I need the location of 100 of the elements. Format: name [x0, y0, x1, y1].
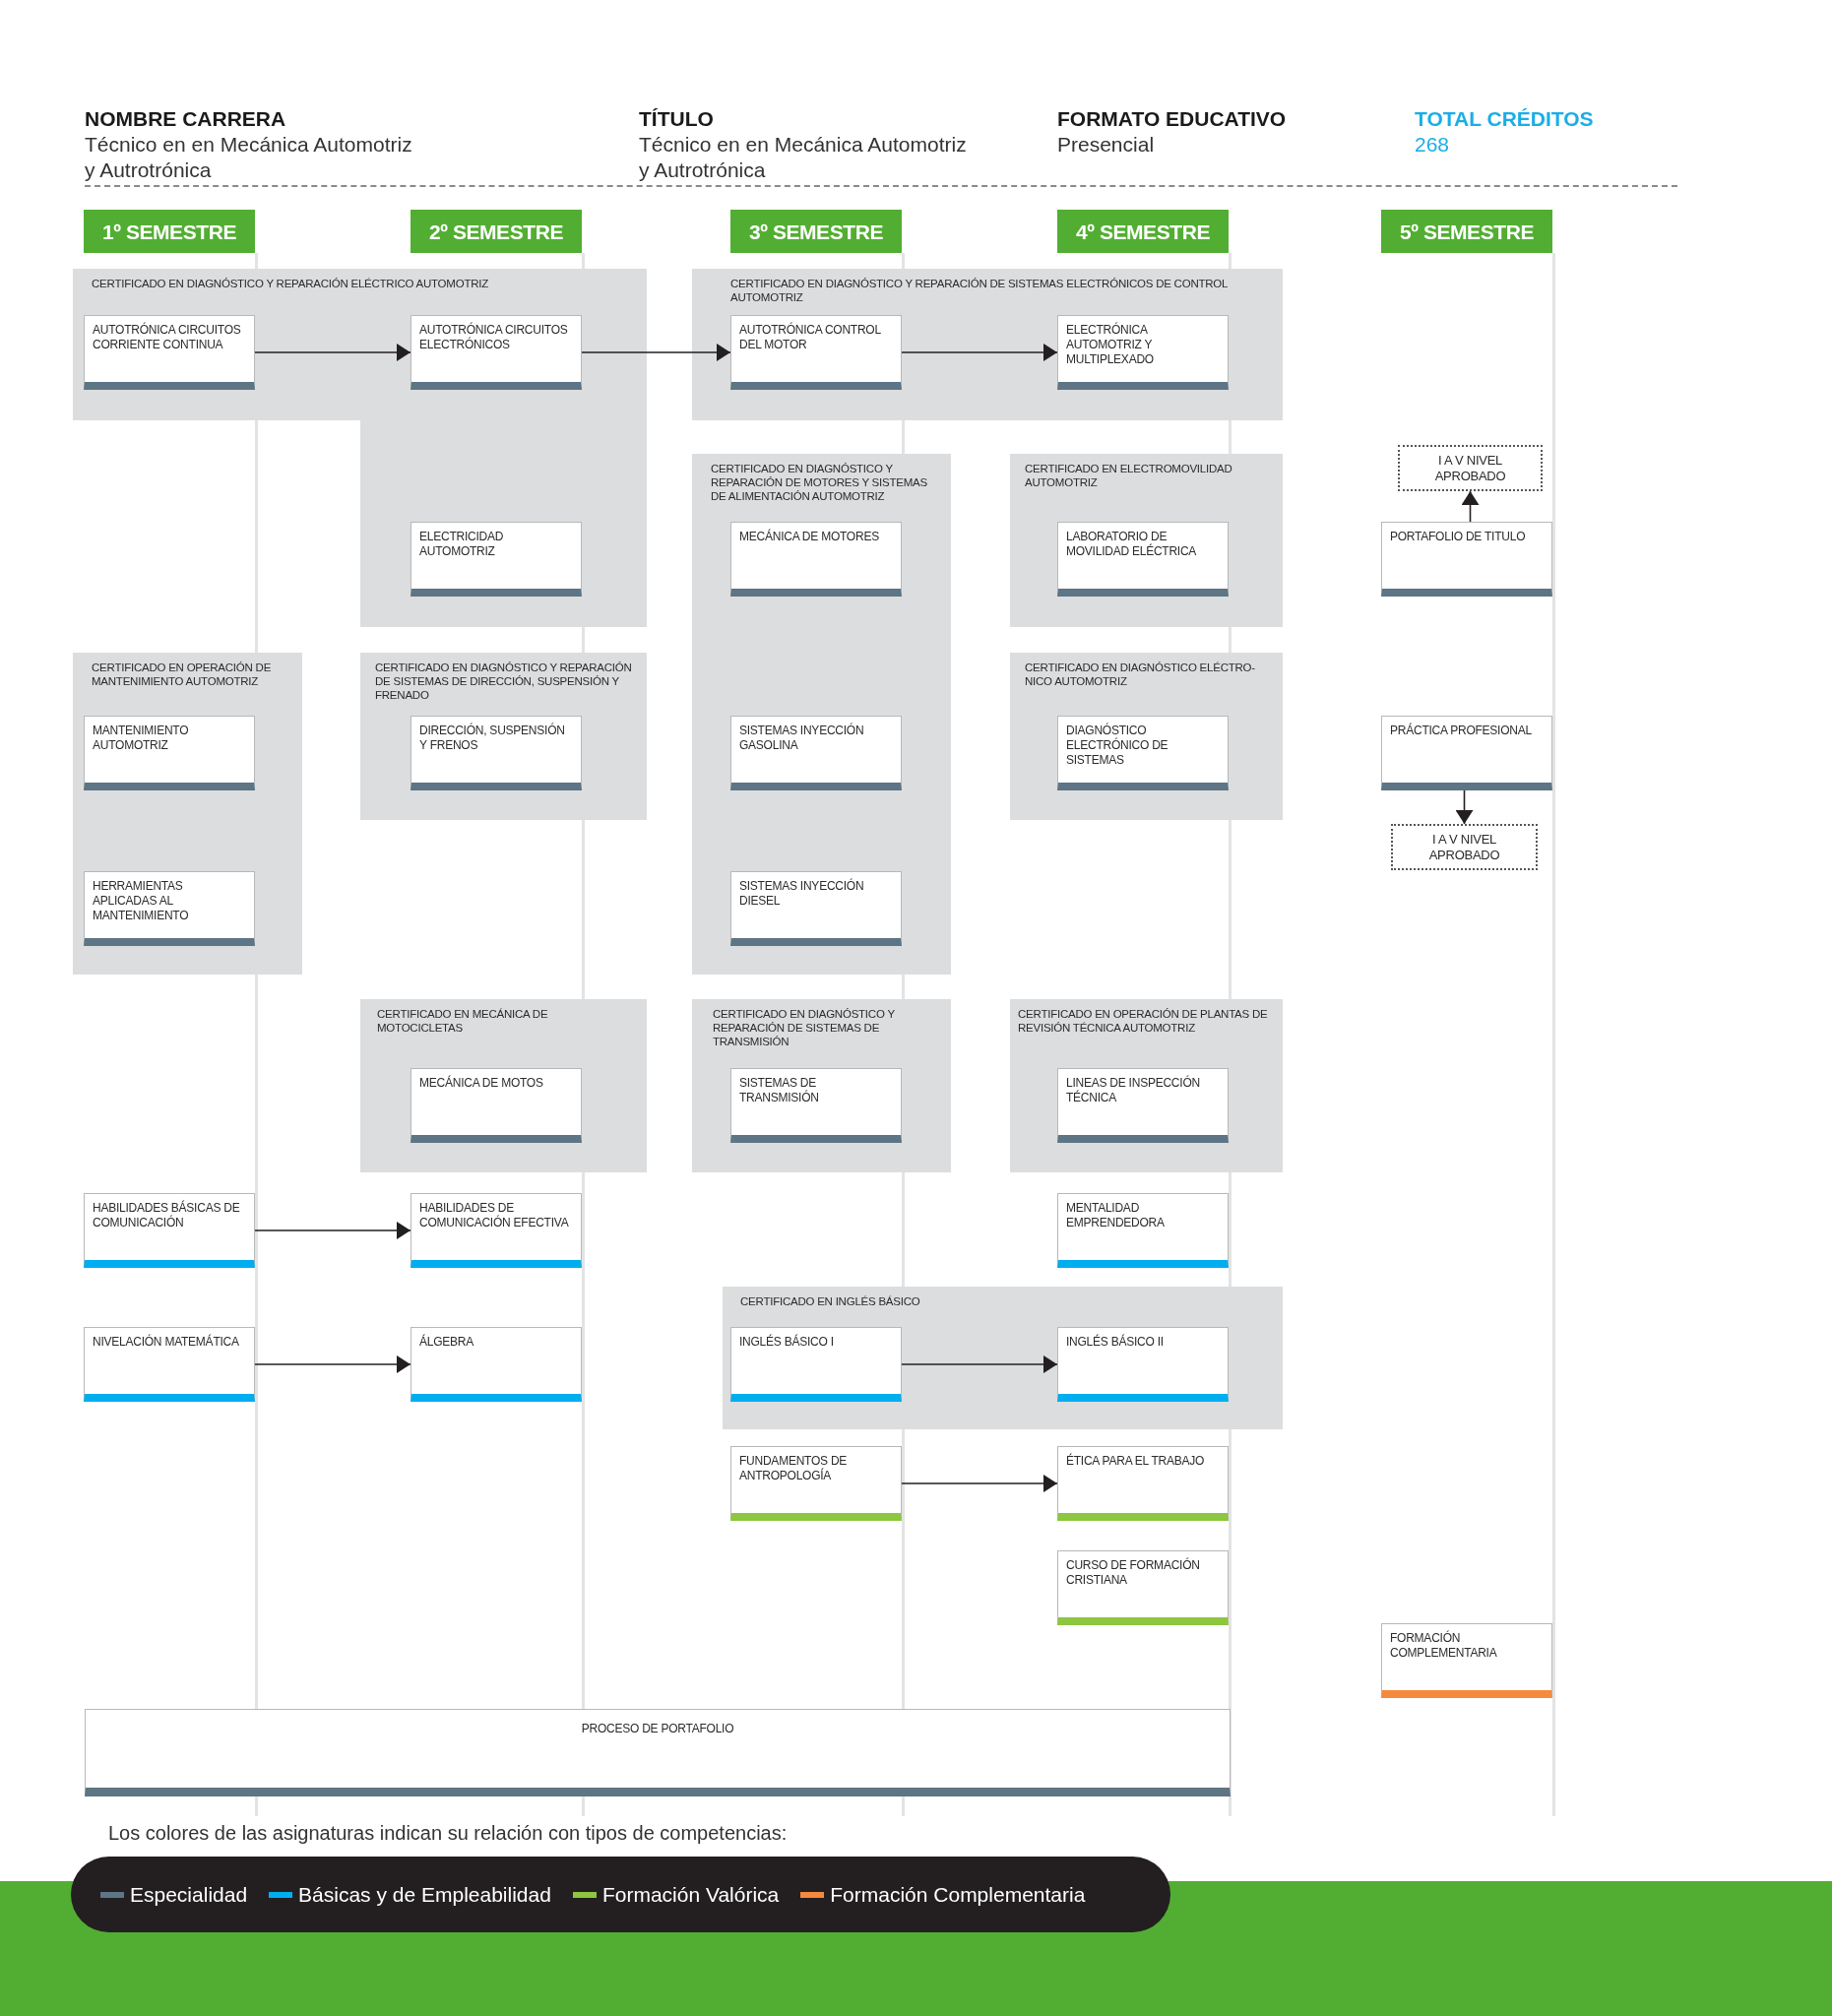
legend-label: Básicas y de Empleabilidad — [298, 1884, 551, 1905]
arrow — [254, 1355, 411, 1373]
semester-banner — [84, 210, 255, 253]
certificate-group — [1010, 454, 1283, 627]
group-title: CERTIFICADO EN DIAGNÓSTICO Y REPARACIÓN ELÉCTRICO AUTOMOTRIZ — [92, 277, 489, 290]
course-title: SISTEMAS INYECCIÓN GASOLINA — [739, 724, 865, 753]
field-value: 268 — [1415, 132, 1450, 158]
course-title: INGLÉS BÁSICO II — [1066, 1335, 1164, 1350]
course-card — [411, 315, 582, 390]
course-title: ÁLGEBRA — [419, 1335, 474, 1350]
course-title: SISTEMAS INYECCIÓN DIESEL — [739, 879, 865, 909]
certificate-group — [723, 1287, 1283, 1429]
course-title: MECÁNICA DE MOTORES — [739, 530, 879, 544]
course-title: MANTENIMIENTO AUTOMOTRIZ — [93, 724, 190, 753]
semester-label: 5º SEMESTRE — [1399, 220, 1535, 242]
course-card — [1381, 716, 1552, 790]
group-title: CERTIFICADO EN DIAGNÓSTICO ELÉCTRO- NICO AUTOMOTRIZ — [1025, 661, 1256, 688]
course-card — [1381, 1623, 1552, 1698]
course-card — [1057, 315, 1229, 390]
arrow — [254, 344, 411, 361]
group-title: CERTIFICADO EN ELECTROMOVILIDAD AUTOMOTRIZ — [1025, 462, 1233, 489]
course-card — [730, 871, 902, 946]
course-title: PRÁCTICA PROFESIONAL — [1390, 724, 1532, 738]
course-card — [411, 1193, 582, 1268]
certificate-group — [360, 999, 647, 1172]
course-title: HERRAMIENTAS APLICADAS AL MANTENIMIENTO — [93, 879, 190, 923]
requirement-note: I A V NIVEL APROBADO — [1398, 445, 1543, 491]
certificate-group — [1010, 653, 1283, 820]
process-card — [85, 1709, 1231, 1796]
course-card — [730, 716, 902, 790]
group-title: CERTIFICADO EN INGLÉS BÁSICO — [740, 1294, 920, 1308]
course-card — [730, 1446, 902, 1521]
field-label: NOMBRE CARRERA — [85, 106, 286, 132]
course-card — [1057, 1327, 1229, 1402]
course-card — [730, 315, 902, 390]
course-card — [84, 1193, 255, 1268]
course-title: AUTOTRÓNICA CONTROL DEL MOTOR — [739, 323, 882, 352]
semester-label: 4º SEMESTRE — [1075, 220, 1211, 242]
arrow — [901, 1355, 1058, 1373]
group-title: CERTIFICADO EN OPERACIÓN DE PLANTAS DE REVISIÓN TÉCNICA AUTOMOTRIZ — [1018, 1007, 1269, 1035]
course-title: HABILIDADES BÁSICAS DE COMUNICACIÓN — [93, 1201, 241, 1230]
process-title: PROCESO DE PORTAFOLIO — [581, 1722, 734, 1736]
certificate-group — [73, 653, 302, 975]
course-card — [730, 1068, 902, 1143]
legend-note: Los colores de las asignaturas indican su relación con tipos de competencias: — [108, 1822, 788, 1844]
legend-label: Especialidad — [130, 1884, 248, 1905]
field-value: Técnico en en Mecánica Automotriz y Autrotrónica — [85, 132, 413, 183]
semester-label: 1º SEMESTRE — [101, 220, 237, 242]
course-title: DIRECCIÓN, SUSPENSIÓN Y FRENOS — [419, 724, 566, 753]
group-title: CERTIFICADO EN MECÁNICA DE MOTOCICLETAS — [377, 1007, 549, 1035]
semester-label: 2º SEMESTRE — [428, 220, 564, 242]
arrow — [901, 344, 1058, 361]
course-card — [1057, 522, 1229, 597]
course-title: ELECTRÓNICA AUTOMOTRIZ Y MULTIPLEXADO — [1066, 323, 1155, 367]
course-title: AUTOTRÓNICA CIRCUITOS CORRIENTE CONTINUA — [93, 323, 242, 352]
course-card — [1057, 716, 1229, 790]
course-title: FORMACIÓN COMPLEMENTARIA — [1390, 1631, 1498, 1661]
semester-banner — [411, 210, 582, 253]
field-value: Técnico en en Mecánica Automotriz y Autrotrónica — [639, 132, 968, 183]
course-card — [1057, 1068, 1229, 1143]
course-card — [84, 871, 255, 946]
course-card — [84, 716, 255, 790]
course-title: LINEAS DE INSPECCIÓN TÉCNICA — [1066, 1076, 1201, 1105]
legend-label: Formación Valórica — [601, 1884, 780, 1905]
requirement-note: I A V NIVEL APROBADO — [1391, 824, 1538, 870]
semester-label: 3º SEMESTRE — [748, 220, 884, 242]
course-card — [411, 522, 582, 597]
arrow — [1461, 490, 1480, 523]
course-title: INGLÉS BÁSICO I — [739, 1335, 834, 1350]
course-title: MENTALIDAD EMPRENDEDORA — [1066, 1201, 1166, 1230]
certificate-group — [1010, 999, 1283, 1172]
group-title: CERTIFICADO EN DIAGNÓSTICO Y REPARACIÓN DE MOTORES Y SISTEMAS DE ALIMENTACIÓN AUTOMOTRIZ — [711, 462, 928, 503]
course-title: SISTEMAS DE TRANSMISIÓN — [739, 1076, 820, 1105]
course-card — [1057, 1193, 1229, 1268]
course-title: NIVELACIÓN MATEMÁTICA — [93, 1335, 239, 1350]
group-title: CERTIFICADO EN OPERACIÓN DE MANTENIMIENTO AUTOMOTRIZ — [92, 661, 273, 688]
course-card — [84, 315, 255, 390]
certificate-group — [360, 653, 647, 820]
semester-banner — [730, 210, 902, 253]
semester-banner — [1381, 210, 1552, 253]
course-card — [730, 1327, 902, 1402]
course-card — [411, 1068, 582, 1143]
semester-banner — [1057, 210, 1229, 253]
course-card — [411, 716, 582, 790]
course-title: CURSO DE FORMACIÓN CRISTIANA — [1066, 1558, 1201, 1588]
course-title: PORTAFOLIO DE TITULO — [1390, 530, 1526, 544]
field-label: TÍTULO — [639, 106, 714, 132]
certificate-group — [692, 454, 951, 975]
course-title: FUNDAMENTOS DE ANTROPOLOGÍA — [739, 1454, 849, 1483]
arrow — [581, 344, 731, 361]
certificate-group — [692, 269, 1283, 420]
field-label: FORMATO EDUCATIVO — [1057, 106, 1287, 132]
course-title: DIAGNÓSTICO ELECTRÓNICO DE SISTEMAS — [1066, 724, 1169, 768]
group-title: CERTIFICADO EN DIAGNÓSTICO Y REPARACIÓN DE SISTEMAS DE DIRECCIÓN, SUSPENSIÓN Y FRENADO — [375, 661, 633, 702]
certificate-group — [73, 269, 647, 627]
course-card — [411, 1327, 582, 1402]
group-title: CERTIFICADO EN DIAGNÓSTICO Y REPARACIÓN DE SISTEMAS ELECTRÓNICOS DE CONTROL AUTOMOTRIZ — [730, 277, 1229, 304]
arrow — [901, 1475, 1058, 1492]
course-card — [84, 1327, 255, 1402]
legend-label: Formación Complementaria — [830, 1884, 1086, 1905]
